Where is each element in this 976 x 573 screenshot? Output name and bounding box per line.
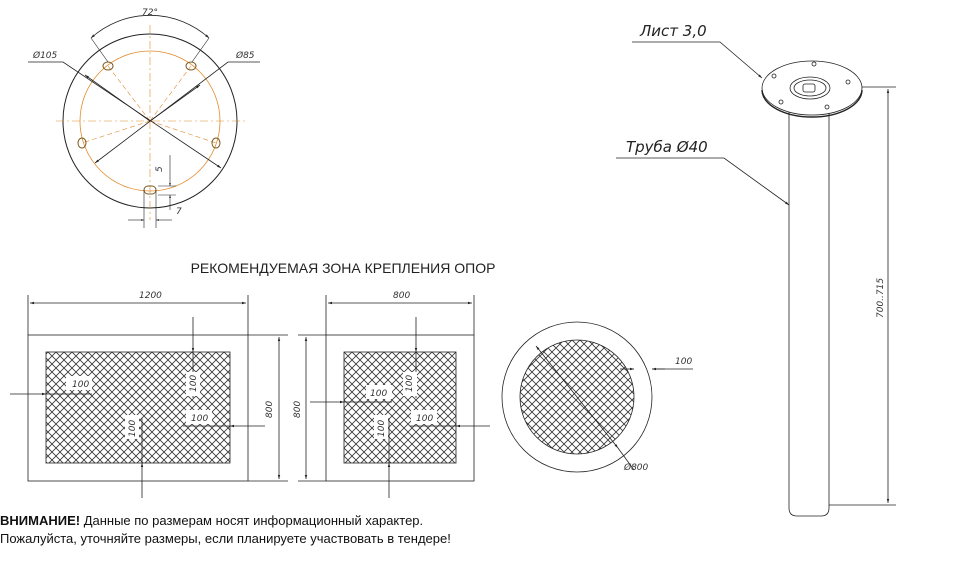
round-zone-margin: 100 [675,357,692,367]
round-zone-diameter: Ø800 [623,462,649,473]
rect-large-margin-left: 100 [72,380,89,390]
rect-large-margin-top: 100 [189,375,199,392]
rect-large-margin-bottom: 100 [128,420,138,437]
rect-square-margin-left: 100 [370,389,387,399]
slot-offset-dim: 5 [155,166,165,172]
angle-dim: 72° [142,8,158,18]
warning-line-2: Пожалуйста, уточняйте размеры, если план… [0,531,451,546]
rect-large-height: 800 [265,401,275,418]
warning-label: ВНИМАНИЕ! [0,513,81,528]
rect-large-zone [10,295,288,498]
rect-large-width: 1200 [139,291,162,301]
outer-diameter-dim: Ø105 [32,50,58,61]
round-zone [501,321,693,473]
rect-square-height: 800 [293,401,303,418]
rect-square-margin-top: 100 [405,375,415,392]
plate-label: Лист 3,0 [639,22,707,40]
warning-text: Данные по размерам носят информационный … [80,513,424,528]
leg-height-dim: 700..715 [876,278,886,318]
rect-large-margin-right: 100 [191,414,208,424]
slot-width-dim: 7 [176,207,182,217]
warning-line-1: ВНИМАНИЕ! Данные по размерам носят инфор… [0,513,423,528]
table-leg [616,41,896,517]
tube-label: Труба Ø40 [626,138,708,156]
rect-square-width: 800 [393,291,410,301]
flange-top-view [28,14,260,228]
rect-square-zone [298,295,490,498]
rect-square-margin-bottom: 100 [377,420,387,437]
hole-circle-dim: Ø85 [235,50,255,61]
zone-title: РЕКОМЕНДУЕМАЯ ЗОНА КРЕПЛЕНИЯ ОПОР [191,260,496,276]
rect-square-margin-right: 100 [416,414,433,424]
